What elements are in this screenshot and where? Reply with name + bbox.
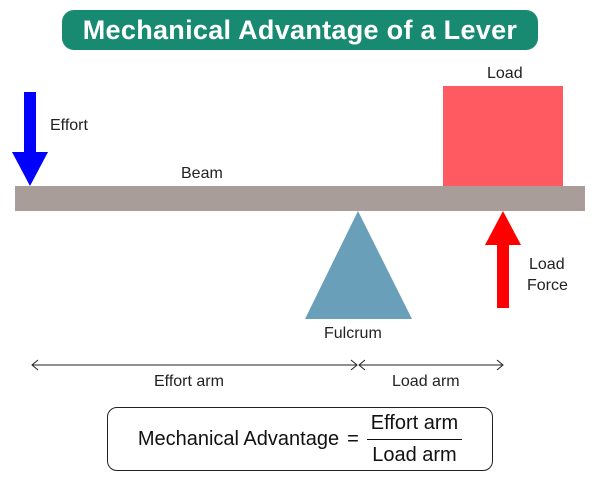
fulcrum-label: Fulcrum <box>324 325 382 342</box>
formula-equals: = <box>347 427 359 450</box>
load-force-label-line2: Force <box>527 277 568 294</box>
effort-arm-label: Effort arm <box>154 373 224 390</box>
effort-arm-dimension <box>31 359 358 371</box>
load-force-arrow-icon <box>485 211 521 308</box>
formula-denominator: Load arm <box>372 443 457 466</box>
effort-label: Effort <box>50 117 88 134</box>
page-title: Mechanical Advantage of a Lever <box>62 10 538 50</box>
fulcrum-triangle <box>305 211 412 319</box>
load-arm-label: Load arm <box>392 373 460 390</box>
formula-numerator: Effort arm <box>366 412 463 440</box>
formula-fraction: Effort arm Load arm <box>366 412 463 467</box>
load-arm-dimension <box>358 359 504 371</box>
formula-lhs: Mechanical Advantage <box>137 427 340 450</box>
load-force-label-line1: Load <box>529 256 565 273</box>
beam <box>15 186 585 211</box>
load-label: Load <box>487 65 523 82</box>
effort-arrow-icon <box>12 92 48 186</box>
load-box <box>443 86 563 186</box>
formula-box: Mechanical Advantage = Effort arm Load a… <box>107 407 493 471</box>
beam-label: Beam <box>181 165 223 182</box>
